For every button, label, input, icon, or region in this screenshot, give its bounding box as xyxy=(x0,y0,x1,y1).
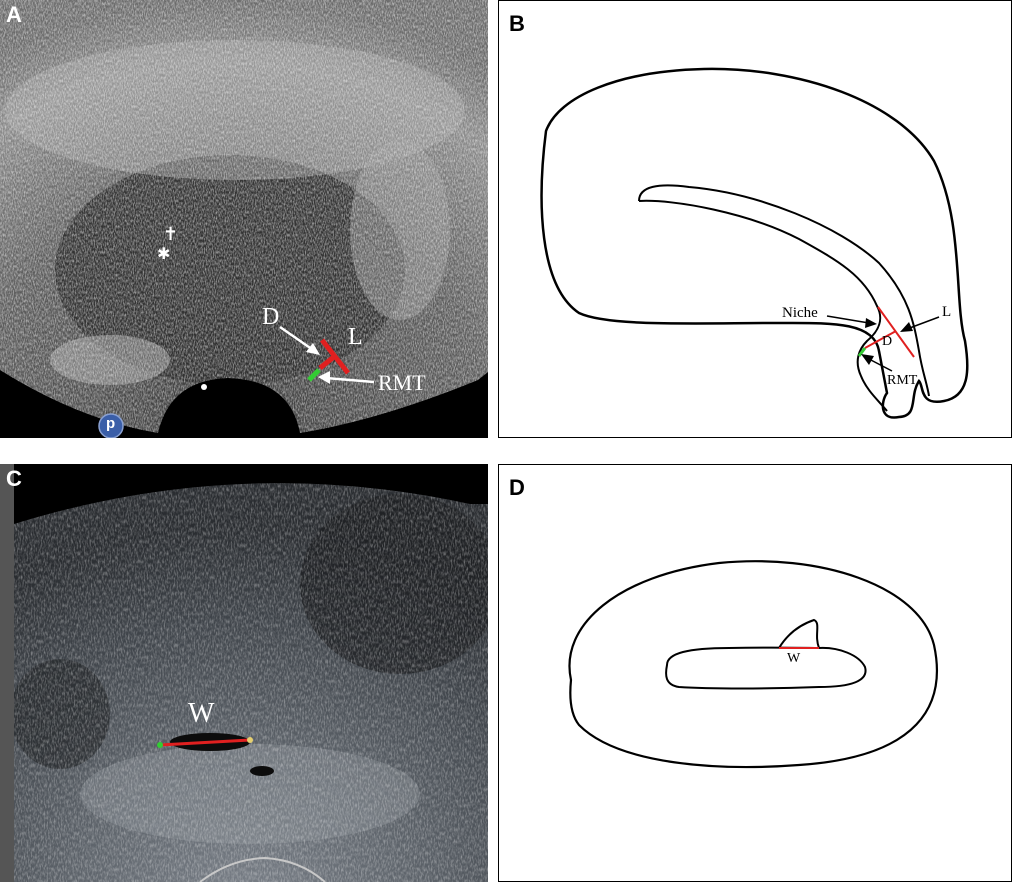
b-label-d: D xyxy=(882,334,893,349)
b-cavity-outline xyxy=(638,184,930,412)
probe-badge xyxy=(98,413,124,438)
a-arrow-rmt xyxy=(325,376,375,384)
c-label-w: W xyxy=(188,698,215,729)
b-arrow-l xyxy=(906,316,940,330)
a-label-d: D xyxy=(262,304,280,330)
b-label-niche: Niche xyxy=(782,305,818,321)
d-label-w: W xyxy=(787,651,801,666)
c-measure-line-w xyxy=(159,738,251,747)
panel-c-ultrasound: C W xyxy=(0,464,488,882)
a-marker-cross: ✝ xyxy=(163,224,179,244)
panel-letter-c: C xyxy=(6,466,22,491)
panel-letter-d: D xyxy=(509,475,525,500)
b-label-rmt: RMT xyxy=(887,373,918,388)
b-label-l: L xyxy=(942,304,952,320)
panel-a-ultrasound: A ✝ ✱ D L RMT p xyxy=(0,0,488,438)
a-label-l: L xyxy=(348,324,363,350)
b-measure-line-rmt xyxy=(857,347,867,357)
a-measure-line-rmt xyxy=(307,368,321,382)
panel-c-image xyxy=(0,464,488,882)
a-measure-line-d xyxy=(318,354,337,370)
panel-b-drawing: B Niche L D RMT xyxy=(498,0,1012,438)
panel-d-drawing: D W xyxy=(498,464,1012,882)
panel-b-image xyxy=(540,67,969,419)
d-uterus-outline xyxy=(568,560,938,769)
d-cavity-outline xyxy=(665,646,867,690)
a-label-rmt: RMT xyxy=(378,370,426,395)
panel-letter-b: B xyxy=(509,11,525,36)
panel-a-image xyxy=(0,0,488,438)
d-niche-outline xyxy=(778,618,820,649)
probe-badge-label: p xyxy=(106,415,116,432)
a-marker-star: ✱ xyxy=(157,246,171,263)
panel-d-image xyxy=(568,560,938,769)
b-measure-line-d xyxy=(864,330,897,349)
panel-letter-a: A xyxy=(6,2,22,27)
b-arrow-niche xyxy=(826,315,870,324)
b-uterus-outline xyxy=(540,67,969,419)
